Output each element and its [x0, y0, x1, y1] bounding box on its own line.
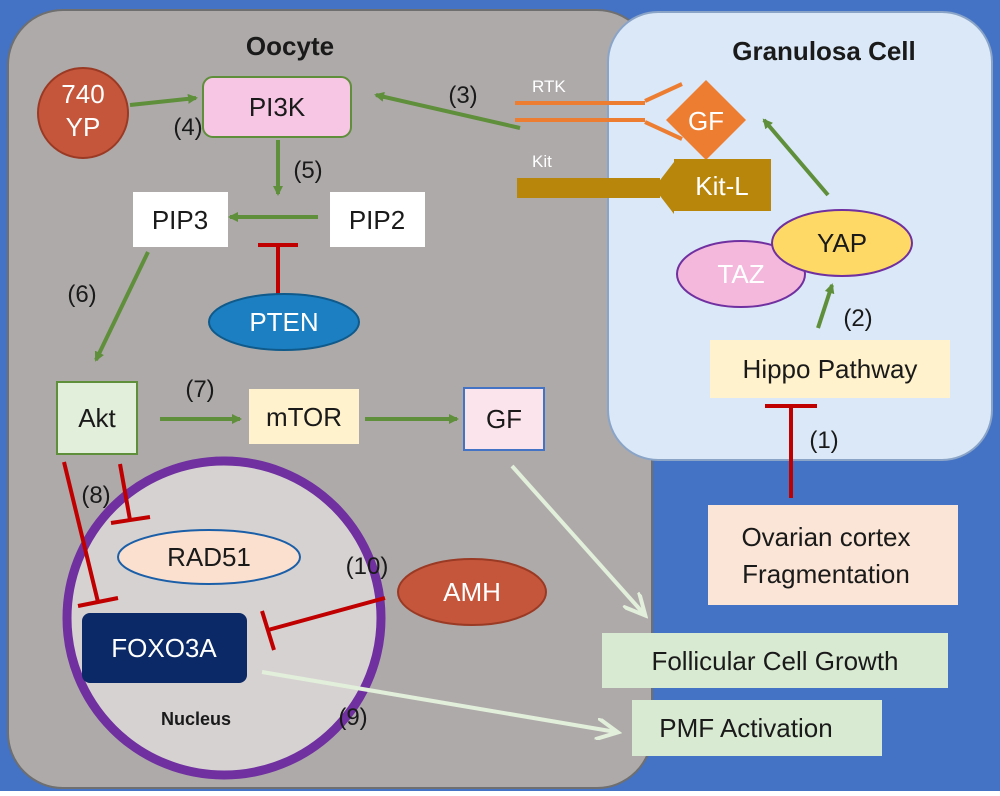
inhibit-akt-foxo3a-stem — [62, 461, 100, 603]
inhibit-akt-rad51-stem — [118, 463, 132, 521]
kit-receptor — [517, 162, 674, 214]
step-7: (7) — [185, 376, 214, 403]
rtk-label: RTK — [532, 77, 566, 96]
gf-oocyte-label: GF — [486, 404, 522, 434]
arrow-gf-follicular-growth — [510, 464, 644, 614]
pip2-label: PIP2 — [349, 205, 405, 235]
gf-granulosa-node — [666, 80, 746, 160]
pip3-label: PIP3 — [152, 205, 208, 235]
inhibit-amh-foxo3a-stem — [267, 596, 386, 632]
inhibit-akt-rad51-bar — [110, 515, 151, 525]
yap-node — [771, 209, 913, 277]
yap-label: YAP — [817, 228, 867, 258]
taz-node — [676, 240, 806, 308]
granulosa-title: Granulosa Cell — [732, 36, 916, 66]
fragmentation-line1: Ovarian cortex — [741, 522, 910, 552]
pi3k-label: PI3K — [249, 92, 306, 122]
step-2: (2) — [843, 305, 872, 332]
foxo3a-label: FOXO3A — [111, 633, 217, 663]
gf-granulosa-label: GF — [688, 106, 724, 136]
step-6: (6) — [67, 281, 96, 308]
akt-node — [56, 381, 138, 455]
pi3k-node — [202, 76, 352, 138]
step-4: (4) — [173, 114, 202, 141]
pten-label: PTEN — [249, 307, 318, 337]
rtk-bar-bottom — [515, 118, 645, 122]
rad51-node — [117, 529, 301, 585]
pmf-activation-label: PMF Activation — [659, 713, 832, 743]
step-1: (1) — [809, 427, 838, 454]
mtor-label: mTOR — [266, 402, 342, 432]
step-3: (3) — [448, 82, 477, 109]
fragmentation-node — [708, 505, 958, 605]
kit-head — [654, 162, 674, 214]
arrow-foxo3a-pmf — [261, 670, 616, 732]
amh-label: AMH — [443, 577, 501, 607]
rtk-bar-top — [515, 101, 645, 105]
rtk-fork — [644, 82, 683, 141]
pip3-node — [133, 192, 228, 247]
yp740-line1: 740 — [61, 79, 104, 109]
kit-label: Kit — [532, 152, 552, 171]
arrow-740yp-pi3k — [129, 93, 198, 107]
step-8: (8) — [81, 482, 110, 509]
amh-node — [397, 558, 547, 626]
pip2-node — [330, 192, 425, 247]
pten-node — [208, 293, 360, 351]
arrow-yap-gf — [762, 118, 830, 197]
step-10: (10) — [346, 553, 389, 580]
arrow-rtk-pi3k — [374, 91, 521, 130]
fragmentation-line2: Fragmentation — [742, 559, 910, 589]
arrow-pip3-akt — [94, 251, 150, 362]
follicular-growth-label: Follicular Cell Growth — [651, 646, 898, 676]
hippo-label: Hippo Pathway — [743, 354, 918, 384]
oocyte-title: Oocyte — [246, 31, 334, 61]
nucleus-label: Nucleus — [161, 709, 231, 729]
mtor-node — [249, 389, 359, 444]
yp740-line2: YP — [66, 112, 101, 142]
taz-label: TAZ — [717, 259, 764, 289]
kit-stem — [517, 178, 660, 198]
follicular-growth-node — [602, 633, 948, 688]
gf-oocyte-node — [463, 387, 545, 451]
step-5: (5) — [293, 157, 322, 184]
step-9: (9) — [338, 704, 367, 731]
inhibit-amh-foxo3a-bar — [260, 610, 276, 651]
arrow-hippo-yap — [816, 283, 835, 329]
rad51-label: RAD51 — [167, 542, 251, 572]
inhibit-akt-foxo3a-bar — [77, 596, 119, 608]
hippo-node — [710, 340, 950, 398]
pmf-activation-node — [632, 700, 882, 756]
yp740-node — [37, 67, 129, 159]
foxo3a-node — [82, 613, 247, 683]
akt-label: Akt — [78, 403, 116, 433]
kitl-label: Kit-L — [695, 171, 748, 201]
kitl-node — [674, 159, 771, 211]
rtk-receptor — [515, 82, 683, 141]
inhibition-lines — [62, 243, 817, 651]
